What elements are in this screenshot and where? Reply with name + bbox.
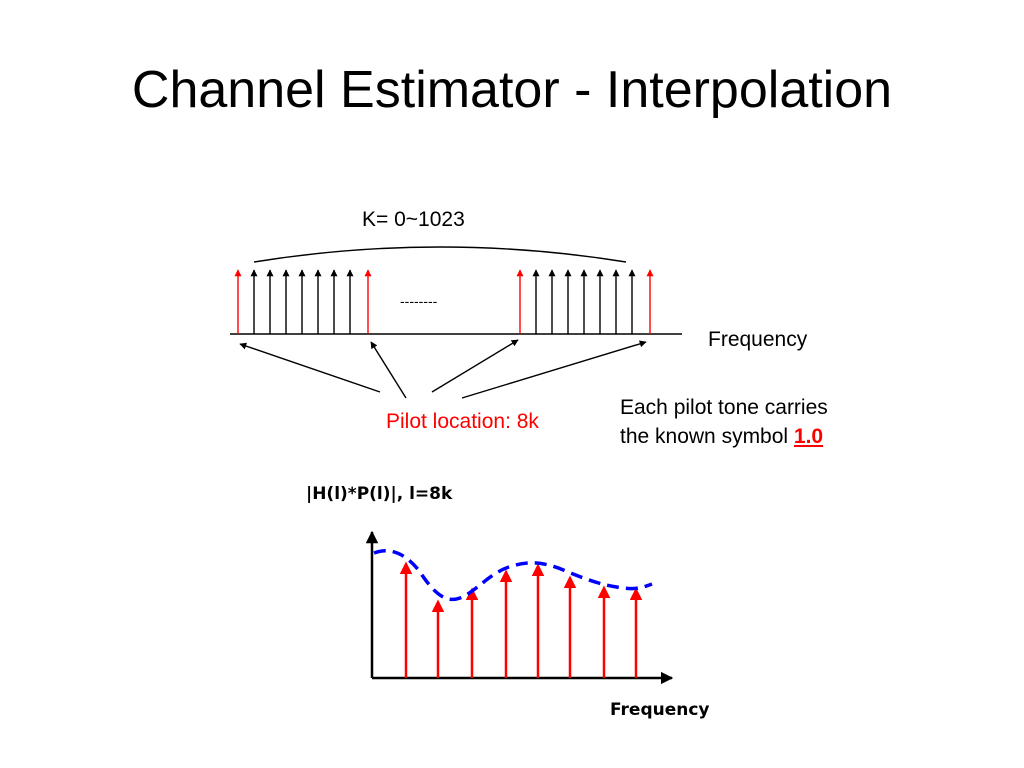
pointer-arrow — [431, 339, 519, 393]
range-brace — [253, 246, 627, 263]
pilot-symbol-note: Each pilot tone carries the known symbol… — [620, 393, 828, 451]
bottom-frequency-axis-label: Frequency — [610, 700, 710, 720]
note-line-1: Each pilot tone carries — [620, 396, 828, 419]
ellipsis-mark: -------- — [400, 293, 438, 309]
note-line-2: the known symbol — [620, 425, 794, 448]
pilot-pointer-arrows — [239, 339, 647, 399]
pointer-arrow — [461, 340, 647, 399]
bottom-pilot-arrows — [399, 561, 643, 678]
subcarrier-range-label: K= 0~1023 — [362, 208, 465, 231]
slide-title: Channel Estimator - Interpolation — [131, 61, 893, 119]
bottom-axes — [365, 530, 674, 685]
interpolated-channel-curve — [373, 549, 653, 602]
subcarrier-group-left — [234, 269, 372, 334]
pointer-arrow — [239, 342, 381, 393]
known-symbol-value: 1.0 — [793, 425, 824, 448]
subcarrier-group-right — [516, 269, 654, 334]
magnitude-axis-label: |H(l)*P(l)|, l=8k — [306, 484, 453, 504]
pilot-location-label: Pilot location: 8k — [386, 410, 539, 433]
pointer-arrow — [370, 341, 407, 399]
frequency-axis-label: Frequency — [708, 328, 808, 351]
